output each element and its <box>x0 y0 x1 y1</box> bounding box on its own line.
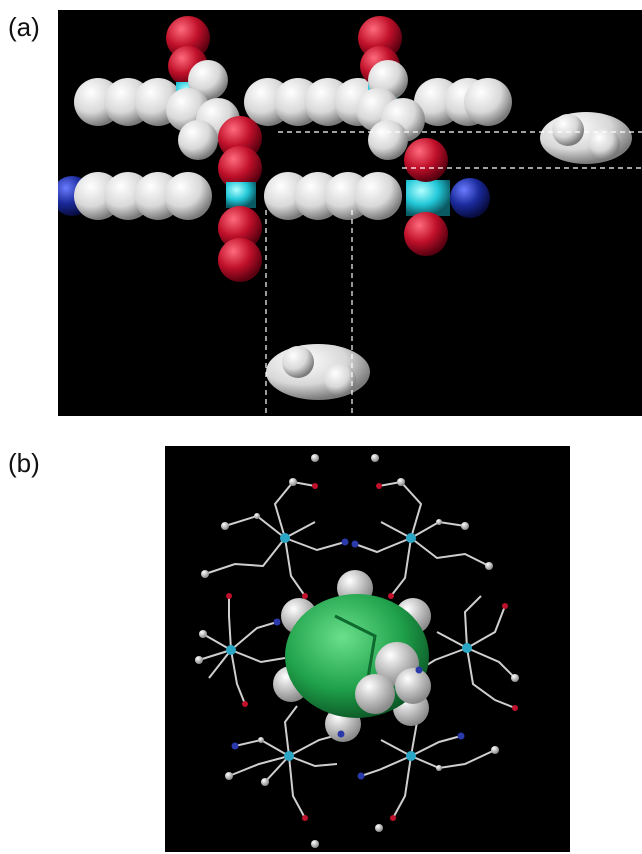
upper-chain <box>74 78 512 126</box>
isolated-guest-bottom <box>266 344 370 400</box>
panel-b-ball-and-stick-image <box>165 446 570 852</box>
highlighted-guest-molecule <box>273 570 431 742</box>
panel-b-svg <box>195 454 519 848</box>
panel-a-svg <box>58 16 642 416</box>
oxygen-atoms <box>226 483 518 821</box>
nitrogen-atoms <box>231 538 465 780</box>
guide-lines <box>265 131 642 416</box>
panel-b-label: (b) <box>8 448 40 478</box>
carbon-atoms <box>195 454 519 848</box>
panel-a-spacefill-image <box>58 10 642 416</box>
central-oxygen-stack <box>218 116 262 282</box>
panel-a-label: (a) <box>8 12 40 42</box>
lower-chain <box>58 138 490 256</box>
metal-centers <box>226 533 472 761</box>
isolated-guest-right <box>540 112 632 164</box>
upper-guest-molecules <box>166 60 425 160</box>
